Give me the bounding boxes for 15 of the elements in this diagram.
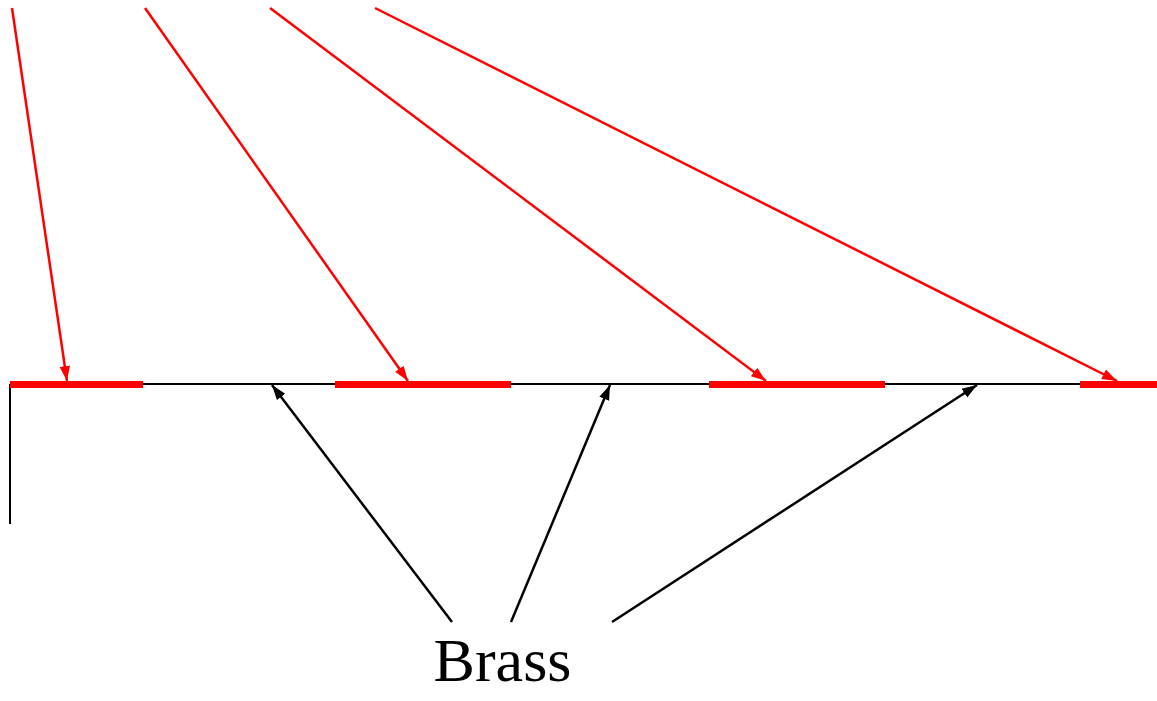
- highlight-bar-segment: [709, 381, 885, 388]
- arrow: [374, 6, 1118, 383]
- arrow: [271, 384, 453, 623]
- label-text: Brass: [420, 622, 585, 698]
- highlight-bar-segment: [1080, 381, 1157, 388]
- line-bar-segment: [511, 383, 709, 385]
- arrow: [143, 7, 410, 382]
- arrow: [509, 384, 612, 623]
- highlight-bar-segment: [10, 381, 143, 388]
- line-bar-segment: [143, 383, 335, 385]
- highlight-bar-segment: [335, 381, 511, 388]
- arrow: [269, 7, 767, 382]
- line-bar-segment: [885, 383, 1080, 385]
- arrow: [611, 383, 978, 624]
- arrow: [10, 7, 70, 382]
